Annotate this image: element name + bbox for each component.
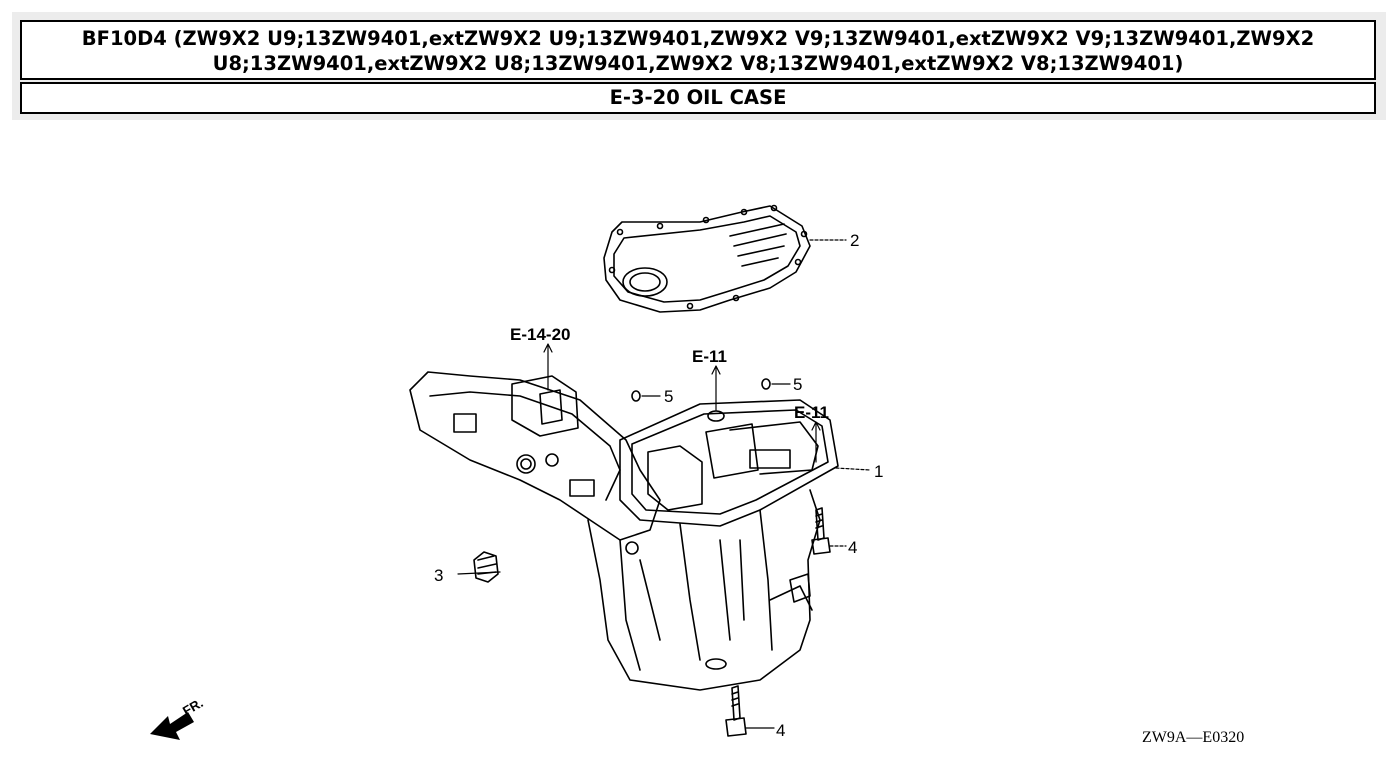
oil-case-part bbox=[409, 371, 839, 691]
callout-4-upper: 4 bbox=[848, 538, 857, 557]
reference-e-11-right[interactable]: E-11 bbox=[794, 403, 829, 422]
callout-4-lower: 4 bbox=[776, 721, 785, 740]
model-title: BF10D4 (ZW9X2 U9;13ZW9401,extZW9X2 U9;13… bbox=[20, 20, 1376, 80]
dowel-part-right bbox=[761, 378, 771, 390]
dowel-part-left bbox=[631, 390, 641, 402]
reference-e-14-20[interactable]: E-14-20 bbox=[510, 325, 570, 344]
section-title: E-3-20 OIL CASE bbox=[20, 82, 1376, 114]
bolt-part-upper bbox=[811, 507, 831, 555]
callout-5-left: 5 bbox=[664, 387, 673, 406]
leader-lines bbox=[457, 239, 871, 729]
diagram-code: ZW9A—E0320 bbox=[1142, 729, 1244, 746]
header-panel: BF10D4 (ZW9X2 U9;13ZW9401,extZW9X2 U9;13… bbox=[12, 12, 1386, 120]
gasket-part bbox=[603, 204, 811, 313]
callout-2: 2 bbox=[850, 231, 859, 250]
front-direction-arrow: FR. bbox=[150, 695, 206, 740]
callout-3: 3 bbox=[434, 566, 443, 585]
callout-5-right: 5 bbox=[793, 375, 802, 394]
callout-1: 1 bbox=[874, 462, 883, 481]
drain-plug-part bbox=[473, 551, 499, 583]
reference-e-11-upper[interactable]: E-11 bbox=[692, 347, 727, 366]
bolt-part-lower bbox=[725, 685, 747, 737]
